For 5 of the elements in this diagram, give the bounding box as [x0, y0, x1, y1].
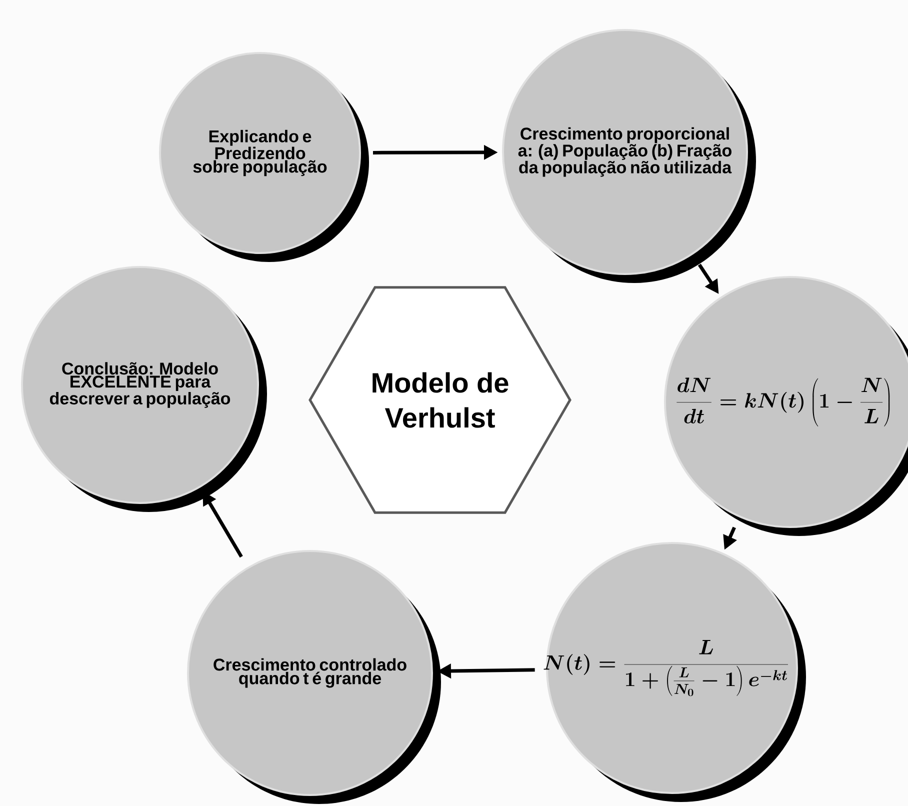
hexagon-node: Modelo de Verhulst [308, 286, 572, 514]
circle-node: Crescimento proporcional a: (a) População (b) Fração da população não utilizada [502, 29, 756, 283]
circle-node: Conclusão: Modelo EXCELENTE para descrever a população [21, 266, 267, 512]
circle-node: Crescimento controlado quando t é grande [187, 550, 441, 804]
circle-node: Explicando e Predizendo sobre população [159, 52, 369, 262]
